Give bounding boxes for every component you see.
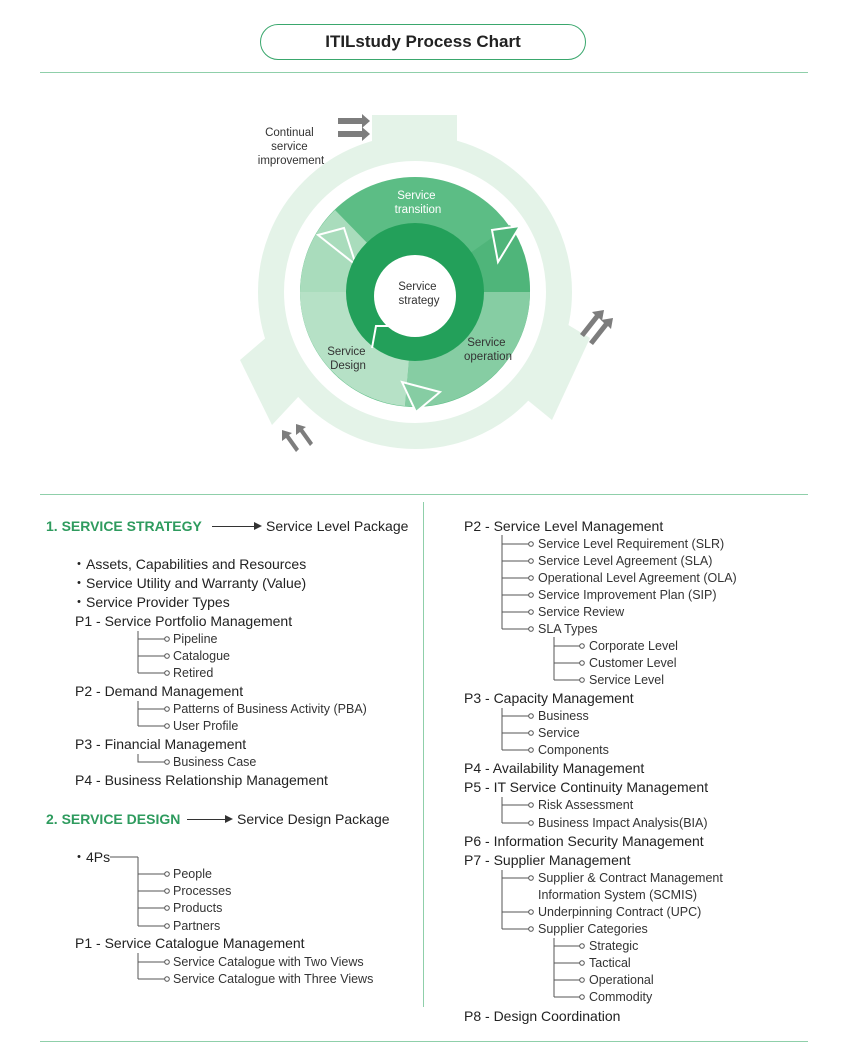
list-item: Products: [173, 901, 223, 915]
list-item: Catalogue: [173, 649, 230, 663]
process-label: P8 - Design Coordination: [464, 1008, 621, 1024]
center-label: Service strategy: [398, 281, 440, 307]
service-lifecycle-diagram: Continual service improvement Service tr…: [240, 114, 613, 452]
process-label: P3 - Capacity Management: [464, 690, 634, 706]
process-label: P4 - Availability Management: [464, 760, 645, 776]
list-item: Pipeline: [173, 632, 218, 646]
list-item: Service Catalogue with Two Views: [173, 955, 364, 969]
bullet-item: ・Service Utility and Warranty (Value): [72, 575, 307, 591]
list-item: Service Level Agreement (SLA): [538, 554, 713, 568]
list-item: Processes: [173, 884, 232, 898]
arrow-icon: [282, 430, 299, 452]
column-divider: [423, 502, 424, 1007]
page-title: ITILstudy Process Chart: [260, 24, 586, 60]
list-item: Service: [538, 726, 580, 740]
list-item: Supplier Categories: [538, 922, 648, 936]
service-design-package: Service Design Package: [237, 811, 390, 827]
list-item: Commodity: [589, 990, 653, 1004]
list-item: User Profile: [173, 719, 239, 733]
input-arrows: [282, 114, 613, 452]
list-item: Partners: [173, 919, 221, 933]
arrow-icon: [338, 114, 370, 128]
bullet-item: ・Assets, Capabilities and Resources: [72, 556, 307, 572]
top-divider: [40, 72, 808, 73]
list-item: Retired: [173, 666, 214, 680]
list-item: SLA Types: [538, 622, 598, 636]
middle-divider: [40, 494, 808, 495]
list-item: Business Impact Analysis(BIA): [538, 816, 708, 830]
inner-ring: [346, 223, 484, 361]
list-item: Operational: [589, 973, 654, 987]
list-item: Business: [538, 709, 589, 723]
operation-label: Service operation: [464, 337, 512, 363]
process-label: P6 - Information Security Management: [464, 833, 704, 849]
bullet-item: ・Service Provider Types: [72, 594, 230, 610]
process-label: P2 - Service Level Management: [464, 518, 664, 534]
list-item: Service Catalogue with Three Views: [173, 972, 374, 986]
arrow-icon: [212, 522, 262, 530]
list-item: Supplier & Contract Management: [538, 871, 723, 885]
list-item: Risk Assessment: [538, 798, 634, 812]
list-item: Service Level Requirement (SLR): [538, 537, 725, 551]
list-item-continued: Information System (SCMIS): [538, 888, 698, 902]
arrow-icon: [580, 310, 604, 337]
arrow-icon: [187, 815, 233, 823]
process-label: P4 - Business Relationship Management: [75, 772, 328, 788]
list-item: Service Improvement Plan (SIP): [538, 588, 717, 602]
list-item: Tactical: [589, 956, 631, 970]
list-item: Operational Level Agreement (OLA): [538, 571, 737, 585]
bottom-divider: [40, 1041, 808, 1042]
transition-label: Service transition: [395, 190, 442, 216]
process-label: P7 - Supplier Management: [464, 852, 631, 868]
service-strategy-heading: 1. SERVICE STRATEGY: [46, 518, 202, 534]
list-item: Patterns of Business Activity (PBA): [173, 702, 367, 716]
service-level-package: Service Level Package: [266, 518, 409, 534]
list-item: Service Review: [538, 605, 625, 619]
list-item: Service Level: [589, 673, 665, 687]
list-item: Customer Level: [589, 656, 677, 670]
csi-label: Continual service improvement: [258, 127, 325, 167]
arrow-icon: [296, 424, 313, 446]
arrow-icon: [589, 318, 613, 345]
design-label: Service Design: [327, 346, 369, 372]
process-label: P1 - Service Portfolio Management: [75, 613, 293, 629]
list-item: Corporate Level: [589, 639, 678, 653]
process-label: P5 - IT Service Continuity Management: [464, 779, 709, 795]
process-label: P3 - Financial Management: [75, 736, 247, 752]
arrow-icon: [338, 127, 370, 141]
outer-ring-csi: [240, 115, 590, 449]
list-item: Business Case: [173, 755, 257, 769]
process-label: P2 - Demand Management: [75, 683, 244, 699]
list-item: People: [173, 867, 212, 881]
middle-ring: [300, 177, 531, 414]
bullet-item: ・4Ps: [72, 849, 111, 865]
list-item: Strategic: [589, 939, 639, 953]
process-label: P1 - Service Catalogue Management: [75, 935, 305, 951]
list-item: Components: [538, 743, 609, 757]
service-design-heading: 2. SERVICE DESIGN: [46, 811, 181, 827]
list-item: Underpinning Contract (UPC): [538, 905, 702, 919]
